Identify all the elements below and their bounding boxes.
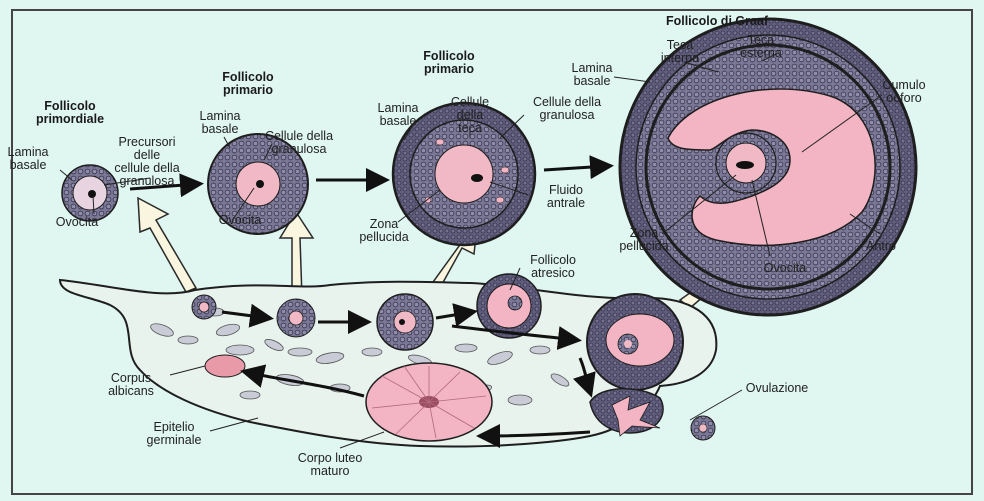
label-teca-interna: Teca interna — [648, 39, 712, 65]
label-cellule-teca: Cellule della teca — [440, 96, 500, 135]
label-epitelio-germinale: Epitelio germinale — [134, 421, 214, 447]
label-fluido-antrale: Fluido antrale — [534, 184, 598, 210]
title-primario-1: Follicolo primario — [206, 71, 290, 97]
label-antro: Antro — [856, 240, 906, 253]
label-cellule-granulosa-3: Cellule della granulosa — [512, 96, 622, 122]
label-lamina-basale-2: Lamina basale — [188, 110, 252, 136]
label-precursori: Precursori delle cellule della granulosa — [92, 136, 202, 188]
label-follicolo-atresico: Follicolo atresico — [516, 254, 590, 280]
label-cumulo-ooforo: Cumulo ooforo — [872, 79, 936, 105]
label-corpus-albicans: Corpus albicans — [96, 372, 166, 398]
label-lamina-basale-1: Lamina basale — [2, 146, 54, 172]
label-zona-pellucida-3: Zona pellucida — [352, 218, 416, 244]
label-ovocita-4: Ovocita — [750, 262, 820, 275]
magnify-arrow-primordiale — [138, 198, 196, 292]
label-ovulazione: Ovulazione — [730, 382, 824, 395]
label-corpo-luteo: Corpo luteo maturo — [280, 452, 380, 478]
label-ovocita-2: Ovocita — [200, 214, 280, 227]
label-lamina-basale-3: Lamina basale — [366, 102, 430, 128]
label-zona-pellucida-4: Zona pellucida — [602, 227, 686, 253]
title-primario-2: Follicolo primario — [407, 50, 491, 76]
label-ovocita-1: Ovocita — [42, 216, 112, 229]
label-lamina-basale-4: Lamina basale — [560, 62, 624, 88]
title-graaf: Follicolo di Graaf — [652, 15, 782, 28]
label-teca-esterna: Teca esterna — [726, 34, 796, 60]
title-primordiale: Follicolo primordiale — [28, 100, 112, 126]
label-cellule-granulosa-2: Cellule della granulosa — [244, 130, 354, 156]
